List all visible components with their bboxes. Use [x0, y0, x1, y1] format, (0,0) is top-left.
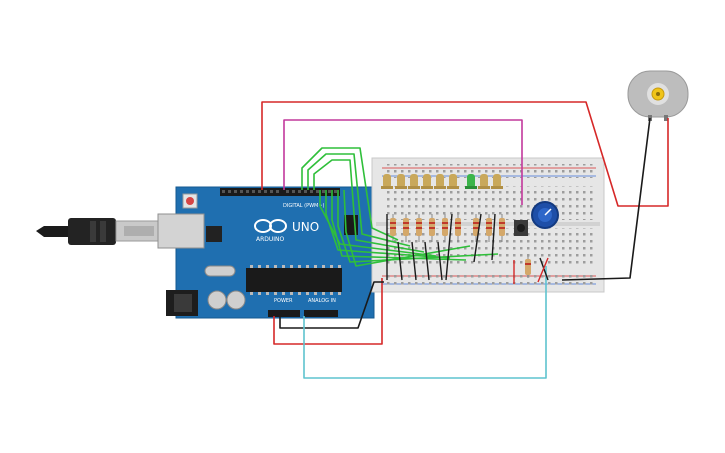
- board-brand: ARDUINO: [256, 236, 285, 243]
- analog-header[interactable]: [304, 310, 338, 317]
- led-5: [434, 174, 446, 189]
- wire-green-1: [301, 147, 399, 241]
- wire-black-motor: [561, 117, 651, 281]
- wire-red-5v: [273, 278, 383, 345]
- led-4: [421, 174, 433, 189]
- led-2: [395, 174, 407, 189]
- wire-green-2: [307, 153, 411, 247]
- digital-pins: [222, 190, 337, 193]
- crystal: [204, 265, 236, 277]
- led-1: [381, 174, 393, 189]
- power-rail-bottom: [384, 272, 594, 286]
- led-row: [381, 174, 503, 189]
- analog-header-label: ANALOG IN: [308, 298, 336, 304]
- digital-header-label: DIGITAL (PWM~): [283, 203, 325, 209]
- resistor-6: [455, 214, 461, 242]
- resistor-7: [473, 214, 479, 242]
- power-header-label: POWER: [274, 298, 293, 304]
- usb-cable: [36, 218, 159, 245]
- board-model: UNO: [292, 220, 319, 234]
- push-button[interactable]: [514, 220, 528, 236]
- usb-chip: [206, 226, 222, 242]
- digital-header[interactable]: [220, 188, 340, 196]
- resistor-2: [403, 214, 409, 242]
- resistor-5: [442, 214, 448, 242]
- dc-motor[interactable]: [627, 70, 689, 121]
- arduino-logo-icon: [254, 219, 287, 233]
- wire-green-7: [337, 190, 499, 263]
- led-3: [408, 174, 420, 189]
- resistor-row: [390, 214, 531, 278]
- wire-red-motor: [261, 101, 669, 207]
- wire-green-3: [313, 159, 425, 253]
- capacitor-2: [226, 290, 246, 310]
- power-rail-top: [384, 164, 594, 178]
- resistor-motor: [525, 256, 531, 278]
- wire-cyan-analog: [303, 266, 547, 379]
- resistor-4: [429, 214, 435, 242]
- capacitor-1: [207, 290, 227, 310]
- led-green: [465, 174, 477, 189]
- wire-magenta-pot: [283, 119, 523, 205]
- usb-jack: [157, 213, 205, 249]
- potentiometer[interactable]: [531, 201, 559, 229]
- breadboard-jumpers: [386, 213, 549, 284]
- mcu-chip: [246, 268, 342, 292]
- resistor-3: [416, 214, 422, 242]
- led-8: [491, 174, 503, 189]
- resistor-9: [499, 214, 505, 242]
- power-header[interactable]: [268, 310, 300, 317]
- led-6: [447, 174, 459, 189]
- resistor-8: [486, 214, 492, 242]
- arduino-board[interactable]: ARDUINO UNO DIGITAL (PWM~) POWER ANALOG …: [157, 186, 375, 319]
- led-7: [478, 174, 490, 189]
- wire-black-gnd: [279, 281, 384, 329]
- wire-green-5: [325, 190, 451, 259]
